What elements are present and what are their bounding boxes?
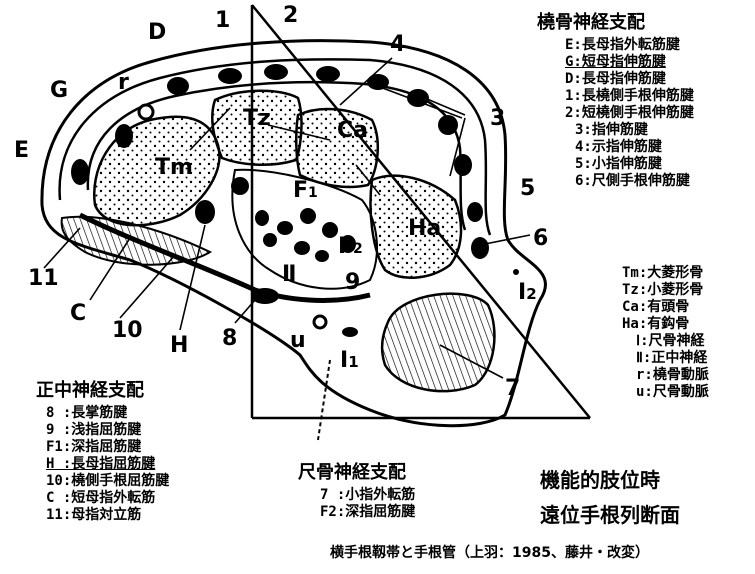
label-9: 9 [345, 272, 360, 294]
legend-item: C :短母指外転筋 [46, 491, 169, 505]
legend-item: 4:示指伸筋腱 [565, 140, 694, 154]
muscle-C-hatched [62, 217, 210, 265]
legend-item: Ha:有鈎骨 [622, 317, 709, 331]
legend-item: Tz:小菱形骨 [622, 283, 709, 297]
legend-item: 11:母指対立筋 [46, 508, 169, 522]
legend-item: 10:橈側手根屈筋腱 [46, 474, 169, 488]
label-Ca: Ca [337, 120, 368, 142]
legend-item: F2:深指屈筋腱 [320, 505, 415, 519]
bones-legend: Tm:大菱形骨 Tz:小菱形骨 Ca:有頭骨 Ha:有鈎骨 Ⅰ:尺骨神経 Ⅱ:正… [622, 266, 709, 402]
legend-item: Ca:有頭骨 [622, 300, 709, 314]
legend-item: H :長母指屈筋腱 [46, 457, 169, 471]
legend-item: 3:指伸筋腱 [565, 123, 694, 137]
legend-item: r:橈骨動脈 [622, 368, 709, 382]
legend-item: G:短母指伸筋腱 [565, 55, 694, 69]
label-3: 3 [490, 108, 505, 130]
label-6: 6 [533, 228, 548, 250]
ulnar-legend-items: 7 :小指外転筋 F2:深指屈筋腱 [320, 488, 415, 522]
label-G: G [50, 80, 68, 102]
label-4: 4 [390, 34, 405, 56]
label-10: 10 [112, 320, 143, 342]
legend-item: Tm:大菱形骨 [622, 266, 709, 280]
radial-legend-items: E:長母指外転筋腱 G:短母指伸筋腱 D:長母指伸筋腱 1:長橈側手根伸筋腱 2… [565, 38, 694, 191]
tendon-D [167, 77, 189, 95]
ulnar-legend-title: 尺骨神経支配 [298, 458, 406, 484]
ulnar-nerve [342, 327, 358, 337]
radial-nerve-legend: 橈骨神経支配 [537, 8, 645, 37]
label-I1: I1 [340, 350, 359, 372]
label-Tm: Tm [155, 157, 193, 179]
label-11: 11 [28, 268, 59, 290]
caption-line-1: 機能的肢位時 [540, 470, 660, 490]
label-r: r [118, 72, 129, 94]
label-1: 1 [215, 10, 230, 32]
label-Ha: Ha [408, 218, 441, 240]
label-2: 2 [283, 5, 298, 27]
tendon-E [71, 159, 89, 185]
caption-line-2: 遠位手根列断面 [540, 505, 680, 525]
label-Tz: Tz [243, 108, 271, 130]
tendon-1 [218, 68, 242, 84]
muscle-7-hatched [382, 294, 494, 391]
legend-item: 2:短橈側手根伸筋腱 [565, 106, 694, 120]
legend-item: 8 :長掌筋腱 [46, 406, 169, 420]
legend-item: 1:長橈側手根伸筋腱 [565, 89, 694, 103]
ulnar-nerve-legend: 尺骨神経支配 [298, 458, 406, 487]
tendon-3c [438, 115, 458, 135]
tendon-5 [454, 154, 472, 176]
legend-item: F1:深指屈筋腱 [46, 440, 169, 454]
label-7: 7 [505, 378, 520, 400]
ulnar-artery [314, 316, 326, 328]
label-F1: F1 [293, 180, 318, 202]
legend-item: u:尺骨動脈 [622, 385, 709, 399]
legend-item: D:長母指伸筋腱 [565, 72, 694, 86]
label-5: 5 [520, 178, 535, 200]
label-E: E [14, 140, 29, 162]
tendon-5b [467, 202, 483, 222]
label-C: C [70, 303, 86, 325]
legend-item: 6:尺側手根伸筋腱 [565, 174, 694, 188]
label-II: Ⅱ [282, 264, 297, 286]
tendon-2a [264, 64, 288, 80]
label-I2: I2 [518, 282, 537, 304]
radial-legend-title: 橈骨神経支配 [537, 8, 645, 34]
radial-artery [139, 105, 153, 119]
median-legend-title: 正中神経支配 [36, 376, 144, 402]
tendon-4 [316, 66, 340, 82]
legend-item: Ⅰ:尺骨神経 [622, 334, 709, 348]
legend-item: 9 :浅指屈筋腱 [46, 423, 169, 437]
median-nerve-legend: 正中神経支配 [36, 376, 144, 405]
label-8: 8 [222, 328, 237, 350]
tendon-3a [367, 74, 389, 90]
legend-item: Ⅱ:正中神経 [622, 351, 709, 365]
label-D: D [148, 22, 166, 44]
legend-item: 5:小指伸筋腱 [565, 157, 694, 171]
tendon-8 [251, 288, 279, 304]
label-H: H [170, 335, 188, 357]
tendon-6 [471, 237, 489, 259]
caption-credit: 横手根靱帯と手根管（上羽：1985、藤井・改変） [330, 546, 649, 560]
legend-item: E:長母指外転筋腱 [565, 38, 694, 52]
flexor-tendons [195, 177, 356, 262]
legend-item: 7 :小指外転筋 [320, 488, 415, 502]
median-legend-items: 8 :長掌筋腱 9 :浅指屈筋腱 F1:深指屈筋腱 H :長母指屈筋腱 10:橈… [46, 406, 169, 525]
label-F2: F2 [338, 236, 363, 258]
label-u: u [290, 330, 306, 352]
